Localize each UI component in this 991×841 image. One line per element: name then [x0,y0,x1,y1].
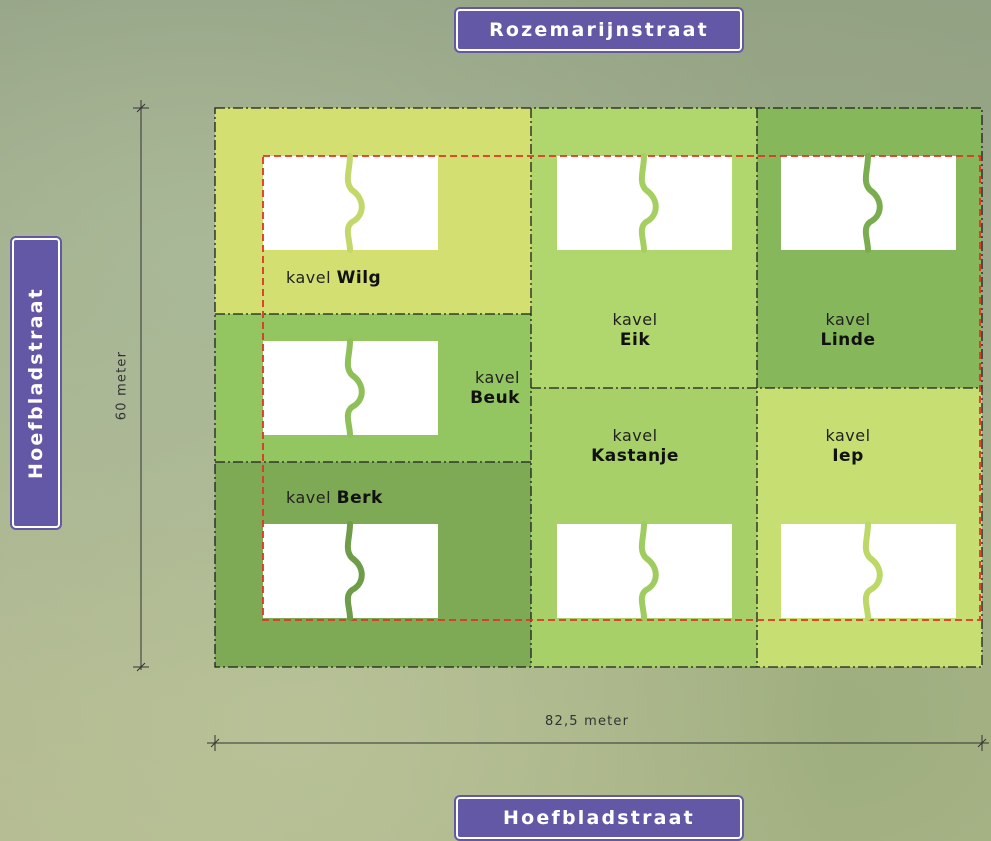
height-dimension-label: 60 meter [114,350,130,421]
plot-label-wilg: kavel Wilg [286,268,382,288]
street-sign-top: Rozemarijnstraat [456,9,742,51]
puzzle-connector-beuk-icon [344,338,365,438]
puzzle-connector-iep-icon [862,521,883,621]
puzzle-connector-berk-icon [344,521,365,621]
street-sign-bottom: Hoefbladstraat [456,797,742,839]
height-dimension-line [133,100,149,672]
width-dimension-label: 82,5 meter [545,714,630,729]
width-dimension-line [207,735,989,751]
plot-borders [215,108,982,667]
street-name-top: Rozemarijnstraat [489,19,709,41]
puzzle-connector-eik-icon [638,153,659,253]
puzzle-connector-kastanje-icon [638,521,659,621]
street-sign-left: Hoefbladstraat [12,238,60,528]
building-envelope [262,155,981,621]
puzzle-connector-linde-icon [862,153,883,253]
street-name-bottom: Hoefbladstraat [503,807,695,829]
puzzle-connector-wilg-icon [344,153,365,253]
puzzle-connectors [344,153,883,621]
plot-label-berk: kavel Berk [286,488,383,508]
